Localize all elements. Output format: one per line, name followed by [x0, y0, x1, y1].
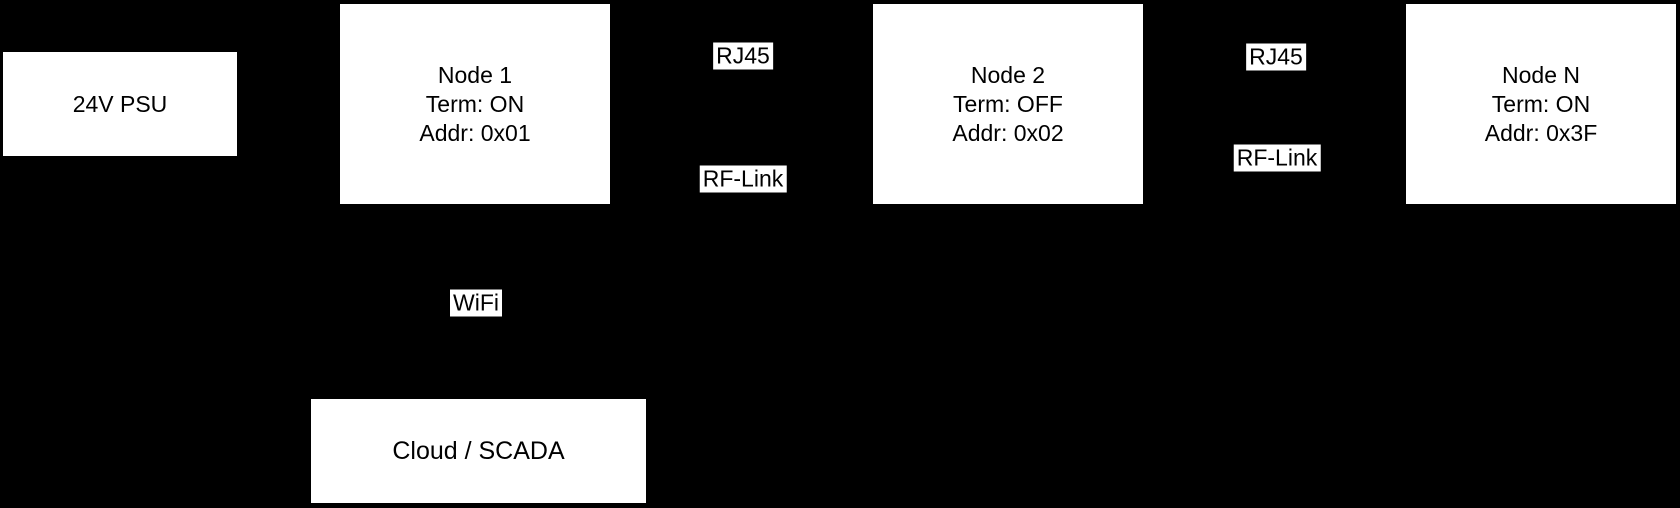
node-n: Node N Term: ON Addr: 0x3F [1406, 4, 1676, 204]
node-2-title: Node 2 [970, 61, 1046, 88]
node-cloud-scada-label: Cloud / SCADA [392, 436, 565, 465]
edge-label-rj45-1: RJ45 [713, 42, 773, 70]
edge-label-rj45-2: RJ45 [1246, 43, 1306, 71]
node-2-term: Term: OFF [953, 90, 1063, 117]
edge-label-wifi: WiFi [450, 289, 502, 317]
node-24v-psu: 24V PSU [3, 52, 237, 156]
edge-label-rf-link-1: RF-Link [699, 165, 787, 193]
node-1-title: Node 1 [437, 61, 513, 88]
node-n-title: Node N [1502, 61, 1580, 88]
node-1-term: Term: ON [425, 90, 525, 117]
node-cloud-scada: Cloud / SCADA [311, 399, 646, 503]
edge-label-rf-link-2: RF-Link [1233, 144, 1321, 172]
node-n-term: Term: ON [1491, 90, 1591, 117]
node-24v-psu-label: 24V PSU [72, 90, 168, 117]
node-1: Node 1 Term: ON Addr: 0x01 [340, 4, 610, 204]
node-n-addr: Addr: 0x3F [1484, 119, 1598, 146]
node-2: Node 2 Term: OFF Addr: 0x02 [873, 4, 1143, 204]
node-1-addr: Addr: 0x01 [419, 119, 531, 146]
node-2-addr: Addr: 0x02 [952, 119, 1064, 146]
